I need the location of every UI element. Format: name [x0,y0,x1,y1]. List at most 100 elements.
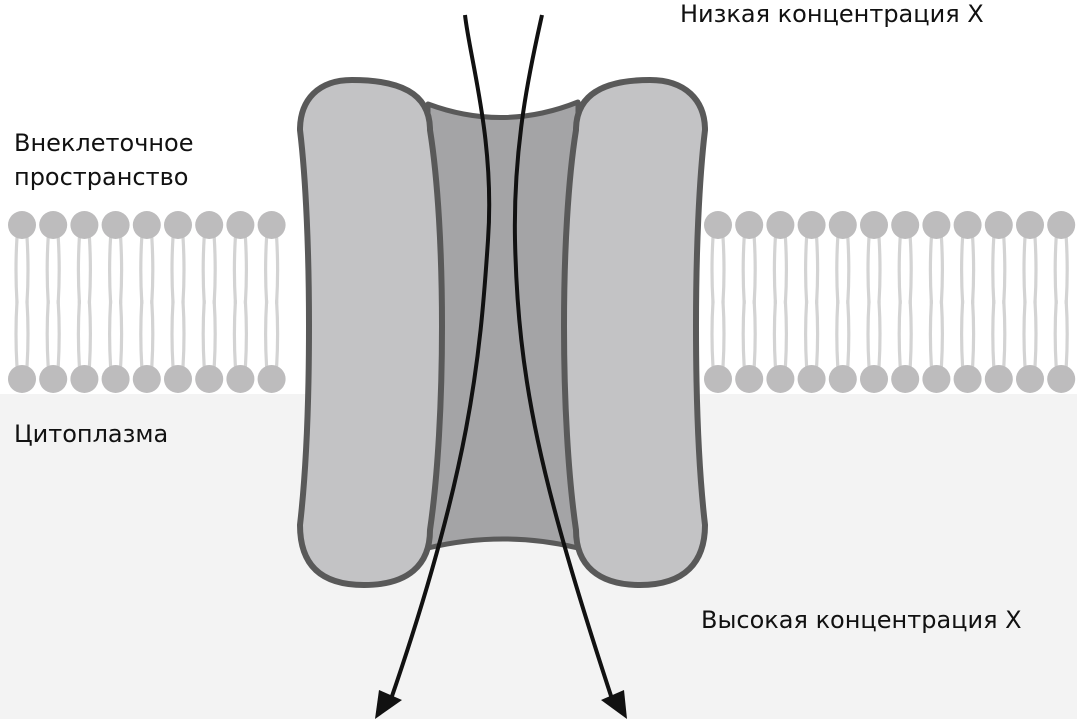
lipid-tail [152,237,153,303]
lipid-tail [214,237,215,303]
lipid-tail [879,301,880,367]
lipid-tail [47,237,48,303]
lipid-head [766,365,794,393]
lipid-tail [774,301,775,367]
lipid-tail [993,237,994,303]
lipid-tail [712,301,713,367]
lipid-tail [754,237,755,303]
lipid-tail [993,301,994,367]
lipid-tail [1004,237,1005,303]
lipid-tail [152,301,153,367]
lipid-tail [774,237,775,303]
lipid-tail [837,237,838,303]
low-concentration-label: Низкая концентрация X [680,0,984,31]
lipid-head [164,211,192,239]
lipid-tail [203,237,204,303]
lipid-tail [110,237,111,303]
lipid-tail [78,301,79,367]
lipid-head [1047,365,1075,393]
lipid-tail [754,301,755,367]
lipid-tail [1024,301,1025,367]
channel-protein [300,80,705,585]
lipid-tail [868,237,869,303]
lipid-tail [723,237,724,303]
lipid-head [1016,365,1044,393]
lipid-tail [89,237,90,303]
lipid-tail [817,237,818,303]
lipid-tail [172,237,173,303]
lipid-tail [121,301,122,367]
lipid-tail [27,301,28,367]
lipid-tail [723,301,724,367]
lipid-head [8,211,36,239]
lipid-tail [837,301,838,367]
lipid-tail [848,237,849,303]
lipid-tail [1055,301,1056,367]
lipid-tail [203,301,204,367]
lipid-tail [266,301,267,367]
lipid-tail [973,237,974,303]
lipid-head [985,211,1013,239]
lipid-head [766,211,794,239]
lipid-tail [817,301,818,367]
lipid-head [39,211,67,239]
lipid-tail [141,301,142,367]
lipid-tail [1055,237,1056,303]
high-concentration-label: Высокая концентрация X [701,603,1022,637]
lipid-head [704,211,732,239]
lipid-head [102,365,130,393]
lipid-head [195,211,223,239]
protein-subunit-right [564,80,705,585]
lipid-head [8,365,36,393]
lipid-tail [27,237,28,303]
lipid-tail [78,237,79,303]
protein-subunit-left [300,80,442,585]
extracellular-label-line2: пространство [14,160,194,194]
lipid-head [133,211,161,239]
lipid-tail [1004,301,1005,367]
lipid-head [798,211,826,239]
lipid-head [860,365,888,393]
lipid-tail [16,237,17,303]
lipid-tail [962,301,963,367]
lipid-tail [58,237,59,303]
lipid-head [798,365,826,393]
lipid-tail [277,237,278,303]
lipid-tail [806,237,807,303]
lipid-head [102,211,130,239]
lipid-head [258,365,286,393]
lipid-head [891,211,919,239]
lipid-tail [172,301,173,367]
lipid-tail [930,237,931,303]
lipid-tail [234,237,235,303]
lipid-tail [110,301,111,367]
lipid-tail [1066,237,1067,303]
lipid-tail [899,237,900,303]
lipid-tail [245,301,246,367]
lipid-tail [743,237,744,303]
lipid-tail [879,237,880,303]
lipid-head [70,211,98,239]
lipid-head [164,365,192,393]
lipid-tail [214,301,215,367]
lipid-tail [743,301,744,367]
lipid-tail [785,301,786,367]
lipid-tail [183,237,184,303]
lipid-head [1016,211,1044,239]
lipid-tail [121,237,122,303]
lipid-head [226,211,254,239]
lipid-tail [1066,301,1067,367]
lipid-head [133,365,161,393]
lipid-tail [1035,237,1036,303]
lipid-tail [941,237,942,303]
lipid-head [226,365,254,393]
cytoplasm-label: Цитоплазма [14,417,168,451]
lipid-tail [266,237,267,303]
extracellular-label-line1: Внеклеточное [14,126,194,160]
lipid-tail [1024,237,1025,303]
lipid-head [70,365,98,393]
lipid-tail [941,301,942,367]
lipid-tail [47,301,48,367]
lipid-tail [277,301,278,367]
lipid-tail [930,301,931,367]
